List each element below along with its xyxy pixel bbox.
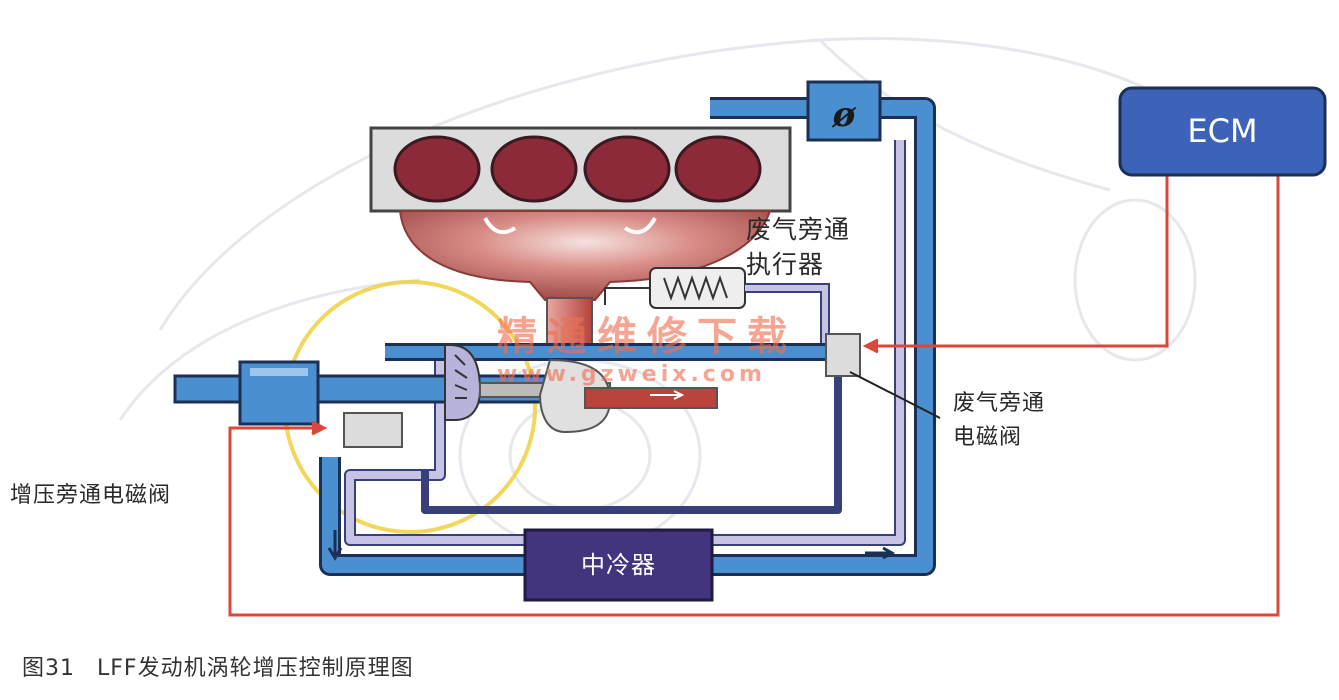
- watermark-cn: 精通维修下载: [497, 313, 797, 360]
- cylinder-3: [583, 135, 671, 203]
- figure-caption: 图31 LFF发动机涡轮增压控制原理图: [22, 650, 414, 682]
- ecm-label: ECM: [1187, 112, 1258, 150]
- cylinder-2: [490, 135, 578, 203]
- wastegate-solenoid-leader: [849, 371, 941, 419]
- exhaust-manifold: [398, 210, 772, 349]
- cylinder-4: [674, 135, 762, 203]
- wastegate-lower-pipe: [421, 375, 842, 514]
- intercooler-label: 中冷器: [581, 551, 656, 579]
- throttle-symbol: ø: [832, 95, 857, 135]
- figure-title: LFF发动机涡轮增压控制原理图: [97, 656, 414, 681]
- wastegate-solenoid-label-line1: 废气旁通: [953, 391, 1046, 416]
- wastegate-solenoid-label-line2: 电磁阀: [953, 425, 1023, 450]
- ecm-box: [1118, 86, 1327, 177]
- boost-bypass-solenoid-label: 增压旁通电磁阀: [10, 483, 172, 508]
- throttle-body: ø: [806, 80, 882, 142]
- boost-bypass-solenoid: [343, 412, 403, 448]
- intercooler: [523, 528, 714, 602]
- wastegate-actuator: [604, 267, 746, 309]
- wastegate-actuator-label-line2: 执行器: [746, 250, 825, 279]
- engine-cylinder-block: [369, 126, 792, 213]
- wastegate-actuator-label-line1: 废气旁通: [746, 215, 851, 244]
- flow-arrow-right: [865, 546, 896, 560]
- figure-number: 图31: [22, 656, 75, 681]
- watermark-url: www.gzweix.com: [497, 362, 766, 387]
- ecm-signal-wires: [228, 175, 1280, 617]
- flow-arrow-down: [327, 530, 343, 561]
- cylinder-1: [393, 135, 481, 203]
- wastegate-solenoid: [825, 333, 861, 377]
- turbocharger: [444, 344, 718, 434]
